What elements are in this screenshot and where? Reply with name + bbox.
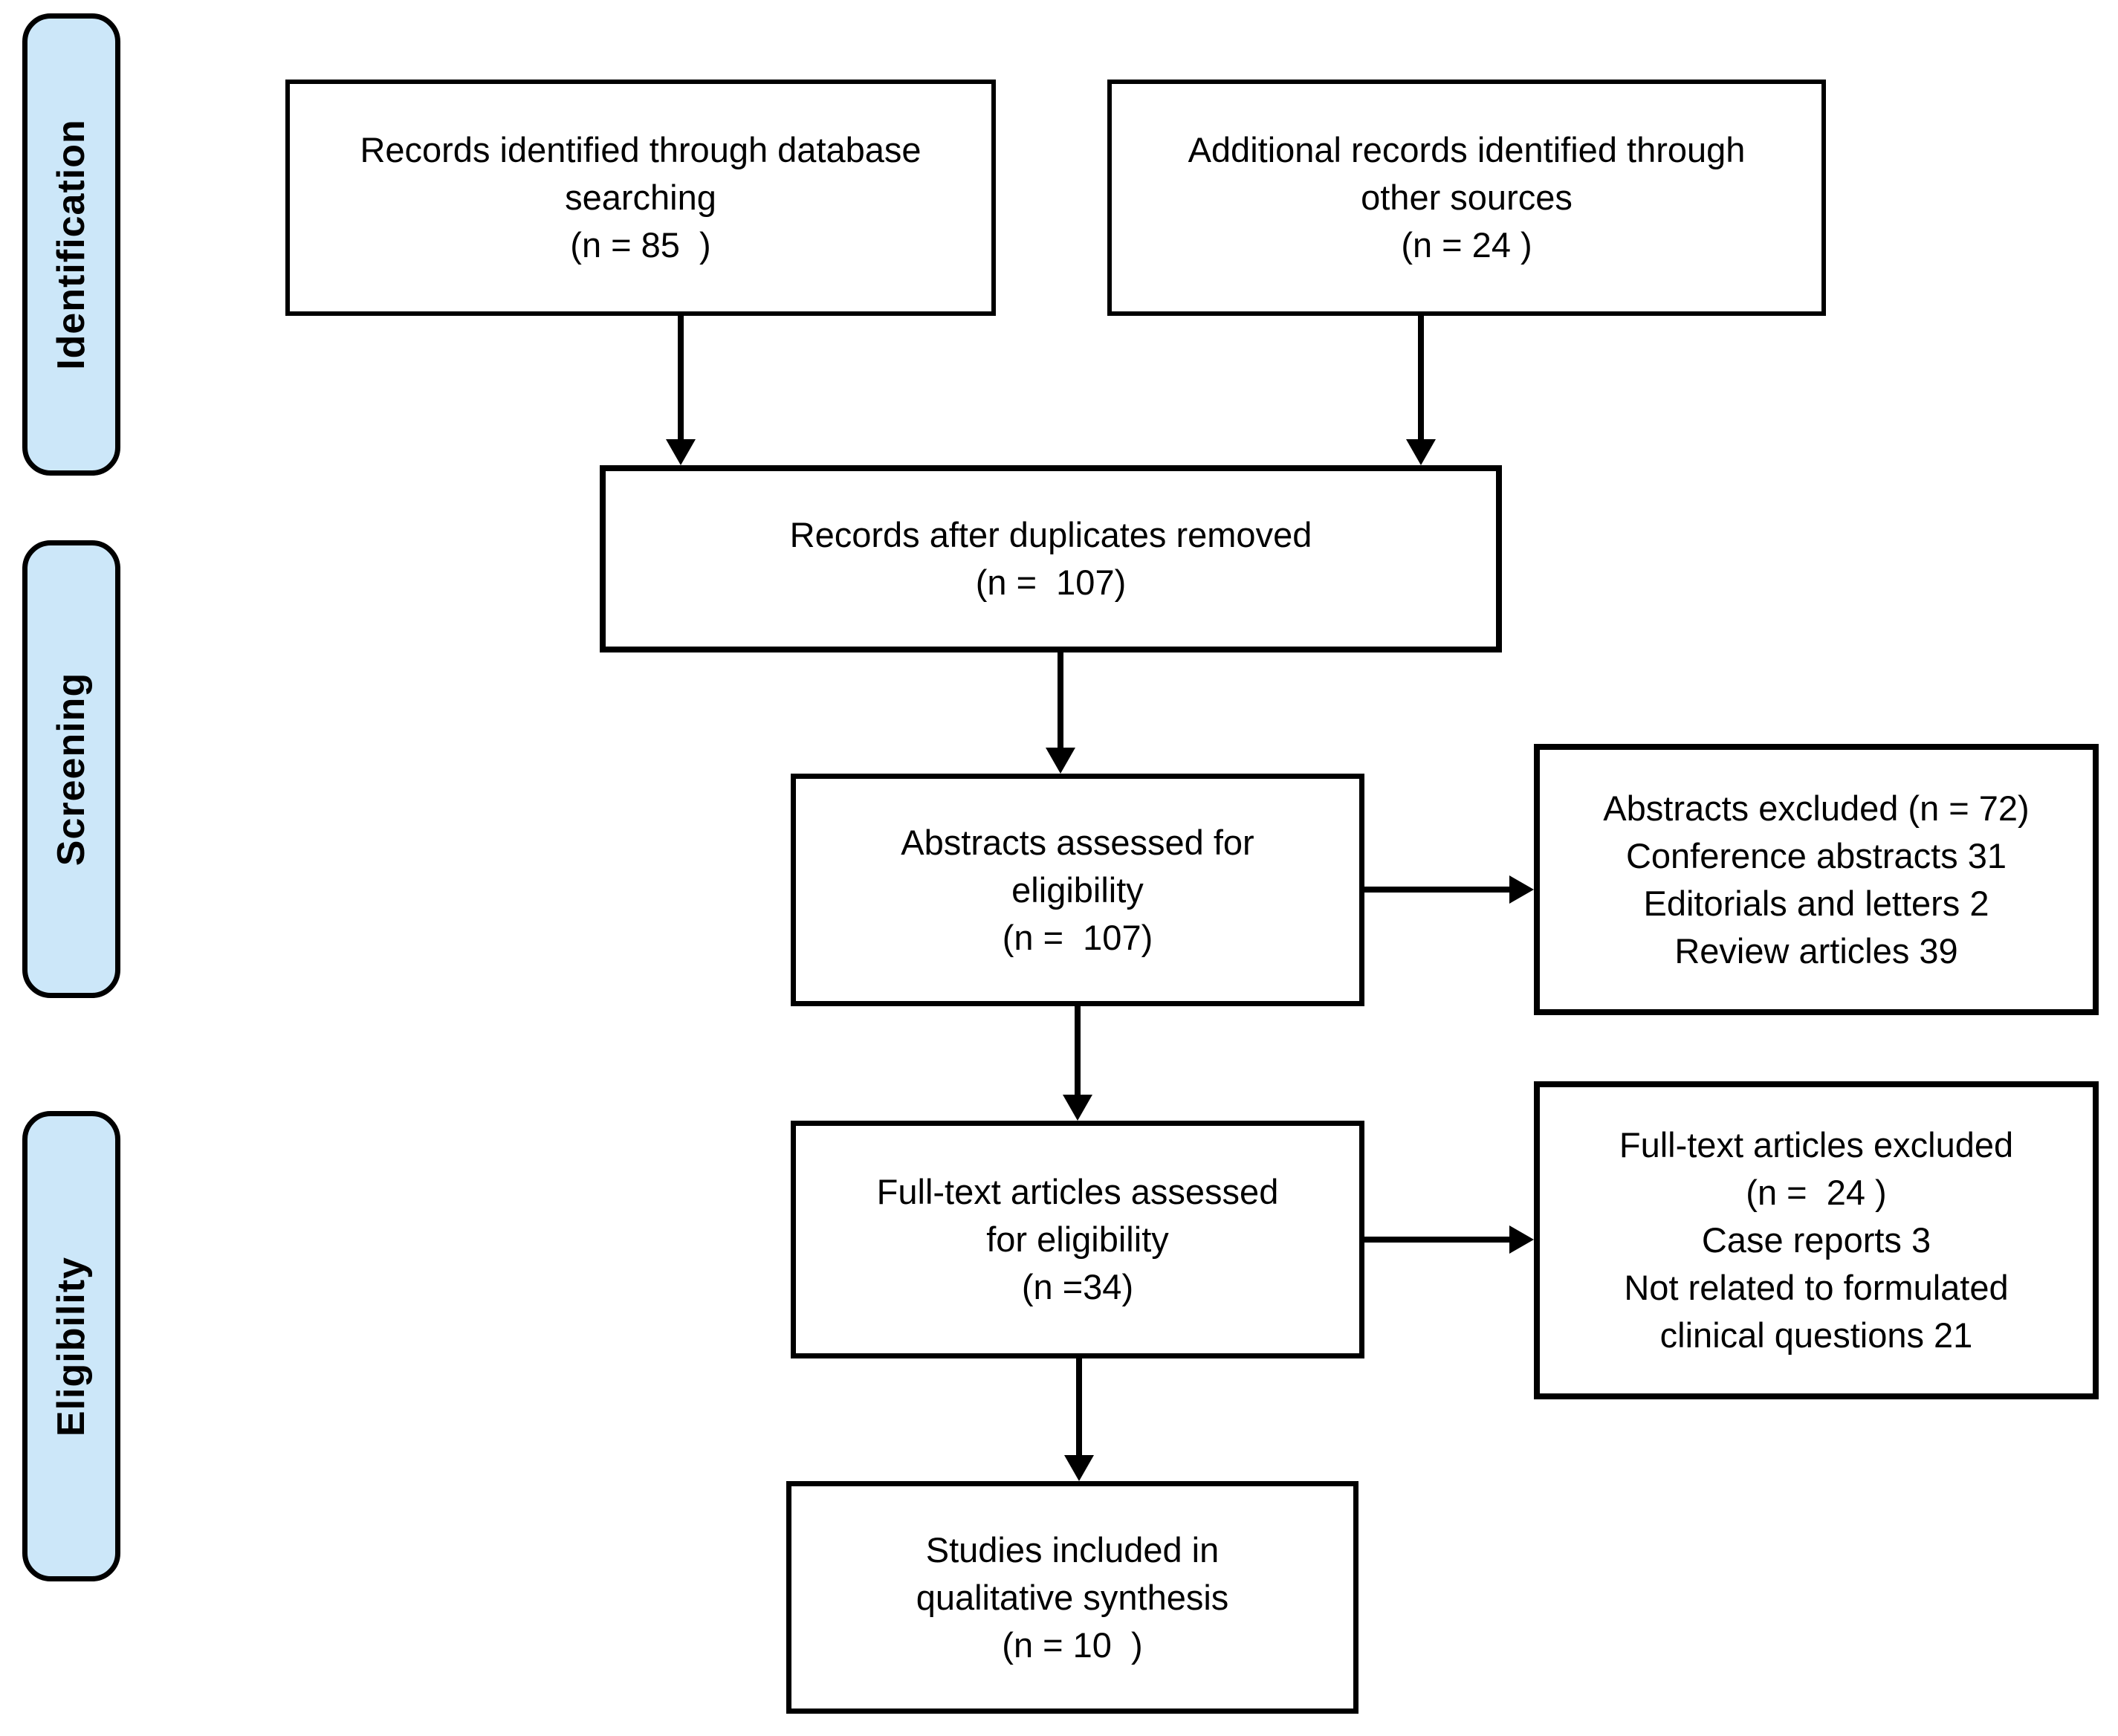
stage-identification-label: Identification [50, 119, 93, 370]
box-text-line: (n =34) [1021, 1267, 1134, 1306]
arrowhead-down-icon [1063, 1095, 1092, 1121]
box-text-line: Additional records identified through [1188, 130, 1746, 169]
box-text-line: (n = 10 ) [1002, 1625, 1143, 1665]
box-fulltext-articles-assessed: Full-text articles assessed for eligibil… [791, 1121, 1364, 1358]
arrow-other-sources-to-duplicates [1418, 316, 1424, 442]
arrowhead-down-icon [1046, 748, 1075, 774]
box-text-line: for eligibility [986, 1220, 1169, 1259]
box-records-database-searching: Records identified through database sear… [285, 80, 996, 316]
box-text-line: qualitative synthesis [916, 1577, 1229, 1617]
box-text-line: Review articles 39 [1674, 930, 1958, 971]
stage-screening-label: Screening [50, 672, 94, 867]
box-abstracts-assessed-for-eligibility: Abstracts assessed for eligibility (n = … [791, 774, 1364, 1006]
box-records-after-duplicates-removed: Records after duplicates removed (n = 10… [600, 465, 1502, 652]
arrow-duplicates-to-abstracts [1058, 652, 1063, 749]
arrow-fulltext-to-included [1076, 1358, 1082, 1457]
stage-eligibility-label: Eligibility [50, 1256, 94, 1437]
box-additional-records-other-sources: Additional records identified through ot… [1107, 80, 1826, 316]
box-text-line: clinical questions 21 [1659, 1315, 1973, 1355]
arrow-abstracts-to-excluded [1364, 887, 1512, 893]
stage-identification: Identification [22, 13, 120, 476]
box-text-line: (n = 24 ) [1746, 1173, 1887, 1212]
arrowhead-down-icon [1406, 439, 1436, 465]
box-fulltext-articles-excluded: Full-text articles excluded (n = 24 ) Ca… [1534, 1081, 2099, 1399]
box-text-line: (n = 85 ) [570, 225, 711, 265]
box-abstracts-excluded: Abstracts excluded (n = 72) Conference a… [1534, 744, 2099, 1015]
arrowhead-right-icon [1509, 1225, 1534, 1254]
box-text-line: searching [565, 178, 716, 217]
box-text-line: Conference abstracts 31 [1625, 835, 2007, 875]
stage-screening: Screening [22, 540, 120, 998]
box-studies-included-qualitative-synthesis: Studies included in qualitative synthesi… [786, 1481, 1358, 1714]
stage-eligibility: Eligibility [22, 1111, 120, 1581]
box-text-line: eligibility [1011, 869, 1144, 910]
box-text-line: other sources [1361, 178, 1573, 217]
box-text-line: Records after duplicates removed [789, 515, 1312, 554]
arrowhead-down-icon [666, 439, 696, 465]
box-text-line: Abstracts excluded (n = 72) [1603, 788, 2030, 828]
box-text-line: Editorials and letters 2 [1643, 883, 1989, 923]
box-text-line: Full-text articles excluded [1619, 1125, 2014, 1165]
box-text-line: Records identified through database [360, 130, 922, 169]
arrowhead-right-icon [1509, 875, 1534, 904]
arrow-database-to-duplicates [678, 316, 684, 442]
arrowhead-down-icon [1064, 1455, 1094, 1481]
box-text-line: (n = 107) [1002, 917, 1153, 957]
box-text-line: Studies included in [925, 1529, 1220, 1570]
box-text-line: Case reports 3 [1701, 1220, 1931, 1260]
box-text-line: Not related to formulated [1624, 1268, 2009, 1307]
box-text-line: Full-text articles assessed [876, 1172, 1279, 1211]
arrow-fulltext-to-excluded [1364, 1237, 1512, 1243]
box-text-line: (n = 107) [975, 563, 1127, 602]
box-text-line: Abstracts assessed for [901, 822, 1254, 862]
box-text-line: (n = 24 ) [1401, 225, 1532, 265]
arrow-abstracts-to-fulltext [1075, 1006, 1081, 1097]
